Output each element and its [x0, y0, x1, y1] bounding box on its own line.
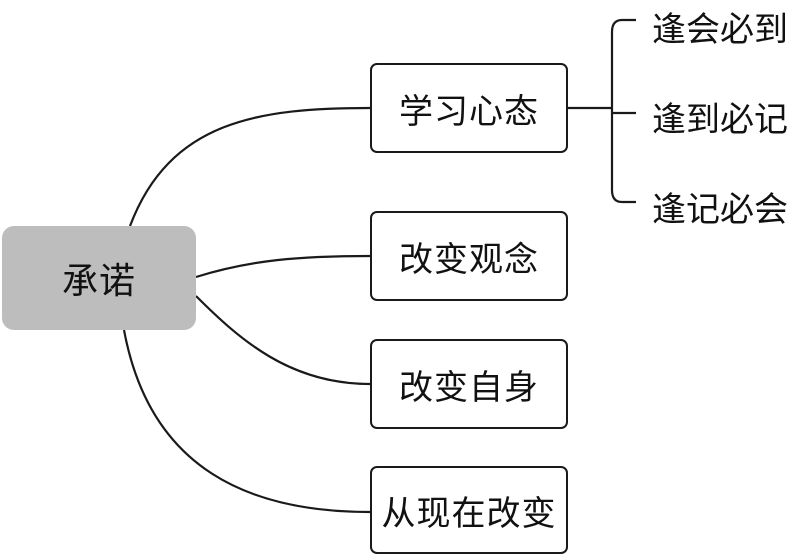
leaf-node-1-label: 逢会必到 — [652, 9, 788, 50]
branch-node-3: 改变自身 — [370, 339, 568, 429]
branch-node-2-label: 改变观念 — [399, 239, 539, 280]
branch-node-2: 改变观念 — [370, 211, 568, 301]
leaf-node-2-label: 逢到必记 — [652, 99, 788, 140]
branch-node-1: 学习心态 — [370, 63, 568, 153]
connector-root-to-branch-2 — [195, 254, 371, 279]
leaf-node-3: 逢记必会 — [652, 182, 804, 230]
root-node-label: 承诺 — [61, 261, 136, 302]
leaf-node-1: 逢会必到 — [652, 2, 804, 50]
branch-node-3-label: 改变自身 — [399, 367, 539, 408]
connector-root-to-branch-1 — [128, 106, 371, 227]
root-node: 承诺 — [2, 226, 196, 330]
leaf-bracket — [610, 18, 636, 204]
branch-node-1-label: 学习心态 — [399, 91, 539, 132]
leaf-node-3-label: 逢记必会 — [652, 189, 788, 230]
branch-node-4-label: 从现在改变 — [381, 493, 557, 534]
leaf-node-2: 逢到必记 — [652, 92, 804, 140]
branch-node-4: 从现在改变 — [370, 466, 568, 554]
connector-root-to-branch-4 — [122, 329, 371, 514]
connector-root-to-branch-3 — [195, 295, 371, 386]
